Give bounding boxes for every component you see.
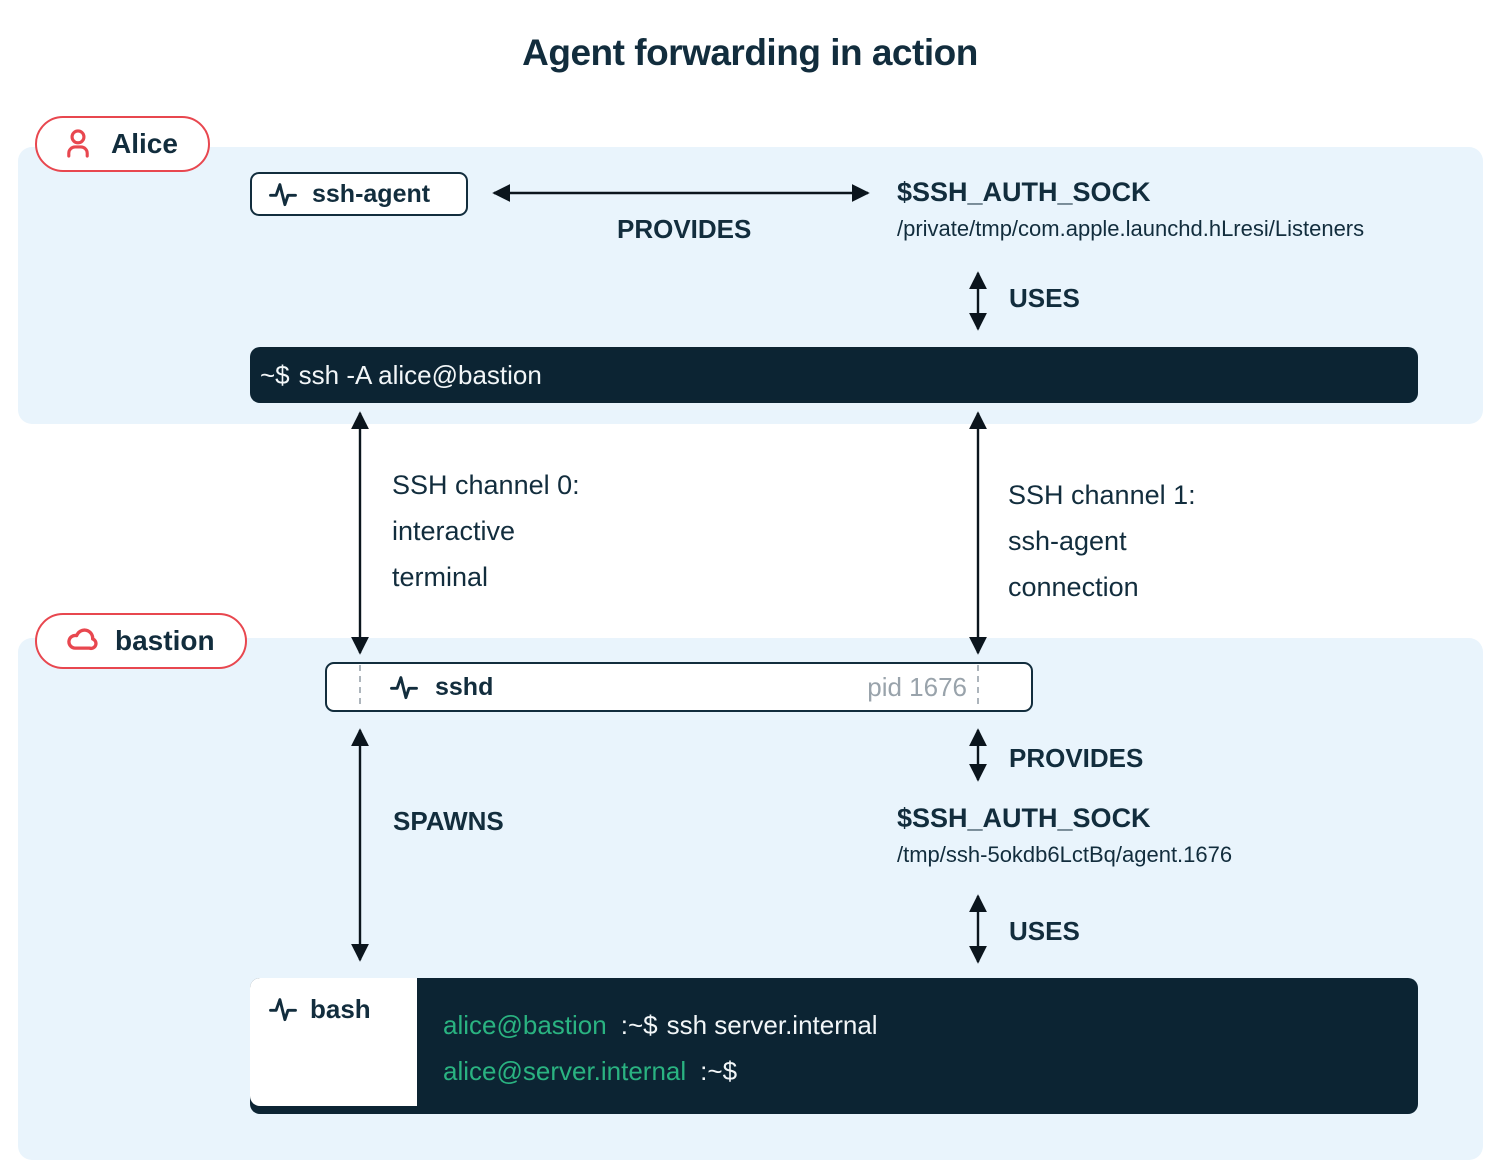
terminal-line: alice@server.internal :~$ [443, 1052, 878, 1090]
ssh-channel-1-line2: ssh-agent [1008, 526, 1127, 556]
ssh-channel-1-line1: SSH channel 1: [1008, 480, 1196, 510]
spawns-label: SPAWNS [393, 806, 504, 836]
diagram-title: Agent forwarding in action [522, 32, 978, 73]
bash-node: bash [250, 978, 417, 1106]
auth-sock-path-alice: /private/tmp/com.apple.launchd.hLresi/Li… [897, 216, 1365, 241]
terminal-line-prompt: :~$ [620, 1010, 658, 1040]
provides-label-bastion: PROVIDES [1009, 743, 1144, 773]
uses-label-alice: USES [1009, 283, 1080, 313]
sshd-label: sshd [435, 672, 494, 701]
alice-zone-pill: Alice [35, 116, 210, 172]
provides-label-alice: PROVIDES [617, 214, 752, 244]
ssh-channel-0-label: SSH channel 0: interactive terminal [392, 462, 580, 600]
alice-terminal-prompt: ~$ [260, 359, 290, 390]
auth-sock-bastion: $SSH_AUTH_SOCK /tmp/ssh-5okdb6LctBq/agen… [897, 803, 1232, 868]
activity-pulse-icon [269, 998, 297, 1022]
alice-zone-label: Alice [111, 128, 178, 159]
alice-terminal-command: ssh -A alice@bastion [298, 359, 542, 390]
person-icon [67, 129, 89, 158]
activity-pulse-icon [390, 676, 418, 700]
bastion-terminal-lines: alice@bastion :~$ ssh server.internal alic… [443, 1006, 878, 1090]
ssh-channel-0-line2: interactive [392, 516, 516, 546]
ssh-channel-0-line1: SSH channel 0: [392, 470, 580, 500]
cloud-icon [67, 628, 98, 651]
terminal-line-prompt: :~$ [700, 1056, 738, 1086]
ssh-agent-label: ssh-agent [312, 179, 431, 208]
sshd-node: sshd pid 1676 [325, 662, 1033, 712]
terminal-line-command: ssh server.internal [666, 1010, 878, 1040]
sshd-pid-badge: pid 1676 [867, 671, 967, 702]
auth-sock-alice: $SSH_AUTH_SOCK /private/tmp/com.apple.la… [897, 177, 1364, 242]
auth-sock-var-alice: $SSH_AUTH_SOCK [897, 177, 1151, 207]
bash-label: bash [310, 994, 371, 1024]
auth-sock-path-bastion: /tmp/ssh-5okdb6LctBq/agent.1676 [897, 842, 1233, 867]
activity-pulse-icon [269, 183, 297, 207]
auth-sock-var-bastion: $SSH_AUTH_SOCK [897, 803, 1151, 833]
terminal-line-user: alice@server.internal [443, 1056, 687, 1086]
ssh-agent-node: ssh-agent [250, 172, 468, 216]
bastion-zone-pill: bastion [35, 613, 247, 669]
bastion-zone-label: bastion [115, 625, 215, 656]
ssh-channel-0-line3: terminal [392, 562, 489, 592]
bastion-terminal: bash alice@bastion :~$ ssh server.internal… [250, 978, 1418, 1114]
terminal-line: alice@bastion :~$ ssh server.internal [443, 1006, 878, 1044]
ssh-channel-1-line3: connection [1008, 572, 1139, 602]
ssh-channel-1-label: SSH channel 1: ssh-agent connection [1008, 472, 1196, 610]
alice-terminal: ~$ ssh -A alice@bastion [250, 347, 1418, 403]
uses-label-bastion: USES [1009, 916, 1080, 946]
terminal-line-user: alice@bastion [443, 1010, 607, 1040]
